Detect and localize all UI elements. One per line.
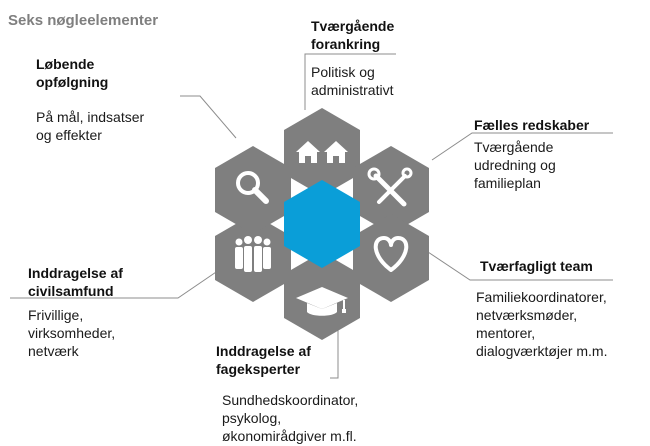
connector-line-right-top [431,132,613,161]
hex-tvaergaaende-forankring [284,108,360,196]
connector-line-top [304,53,396,110]
hex-inddragelse-civilsamfund [215,214,291,302]
opfoelgning-description: På mål, indsatser og effekter [36,109,145,143]
hex-tvaerfagligt-team [353,214,429,302]
faelles-redskaber-description: Tværgående udredning og familieplan [474,139,556,191]
tvaergaaende-title: Tværgående forankring [311,18,395,52]
fageksperter-description: Sundhedskoordinator, psykolog, økonomirå… [222,392,359,444]
tvaergaaende-description: Politisk og administrativt [311,64,394,98]
hex-center [284,180,360,268]
graduation-cap-icon [296,287,348,316]
connector-line-left-top [180,95,237,139]
page-title: Seks nøgleelementer [8,12,159,29]
connector-line-right-bottom [427,251,613,281]
civilsamfund-title: Inddragelse af civilsamfund [28,265,123,299]
connector-line-bottom [330,312,339,379]
fageksperter-title: Inddragelse af fageksperter [216,343,311,377]
tvaerfagligt-team-title: Tværfagligt team [480,258,593,274]
opfoelgning-title: Løbende opfølgning [36,56,109,90]
people-icon [235,236,271,272]
magnifier-icon [236,171,269,204]
civilsamfund-description: Frivillige, virksomheder, netværk [28,307,116,359]
houses-icon [296,141,348,163]
tvaerfagligt-team-description: Familiekoordinatorer, netværksmøder, men… [476,289,608,359]
connector-line-left-bottom [10,267,223,299]
faelles-redskaber-title: Fælles redskaber [474,117,590,133]
tools-icon [367,167,413,207]
heart-icon [373,236,409,272]
